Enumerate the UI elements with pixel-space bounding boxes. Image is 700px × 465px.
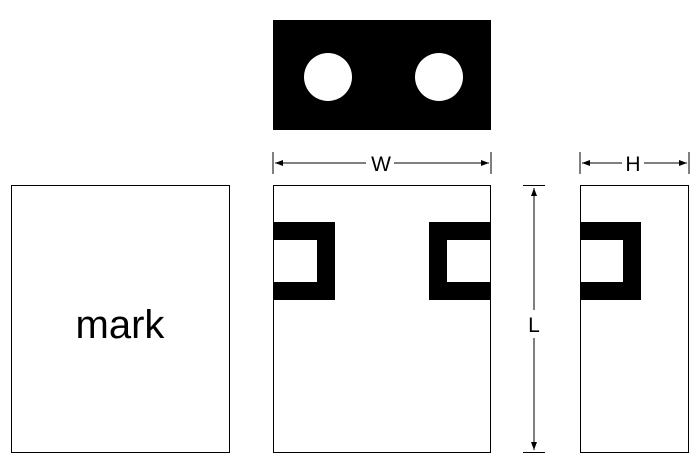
right-hole <box>415 53 463 101</box>
height-label: H <box>625 153 640 176</box>
left-hole <box>304 53 352 101</box>
marking-view-body <box>11 185 230 453</box>
top-view <box>273 20 491 130</box>
width-dimension <box>272 152 492 174</box>
right-terminal <box>429 222 491 300</box>
length-dimension <box>523 185 545 453</box>
width-label: W <box>371 153 391 176</box>
height-dimension <box>579 152 690 174</box>
left-terminal <box>273 222 335 300</box>
side-terminal <box>580 222 641 300</box>
side-view <box>580 185 689 453</box>
marking-view <box>11 185 230 453</box>
length-label: L <box>528 314 540 337</box>
mark-label: mark <box>76 303 166 347</box>
front-view <box>273 185 491 453</box>
